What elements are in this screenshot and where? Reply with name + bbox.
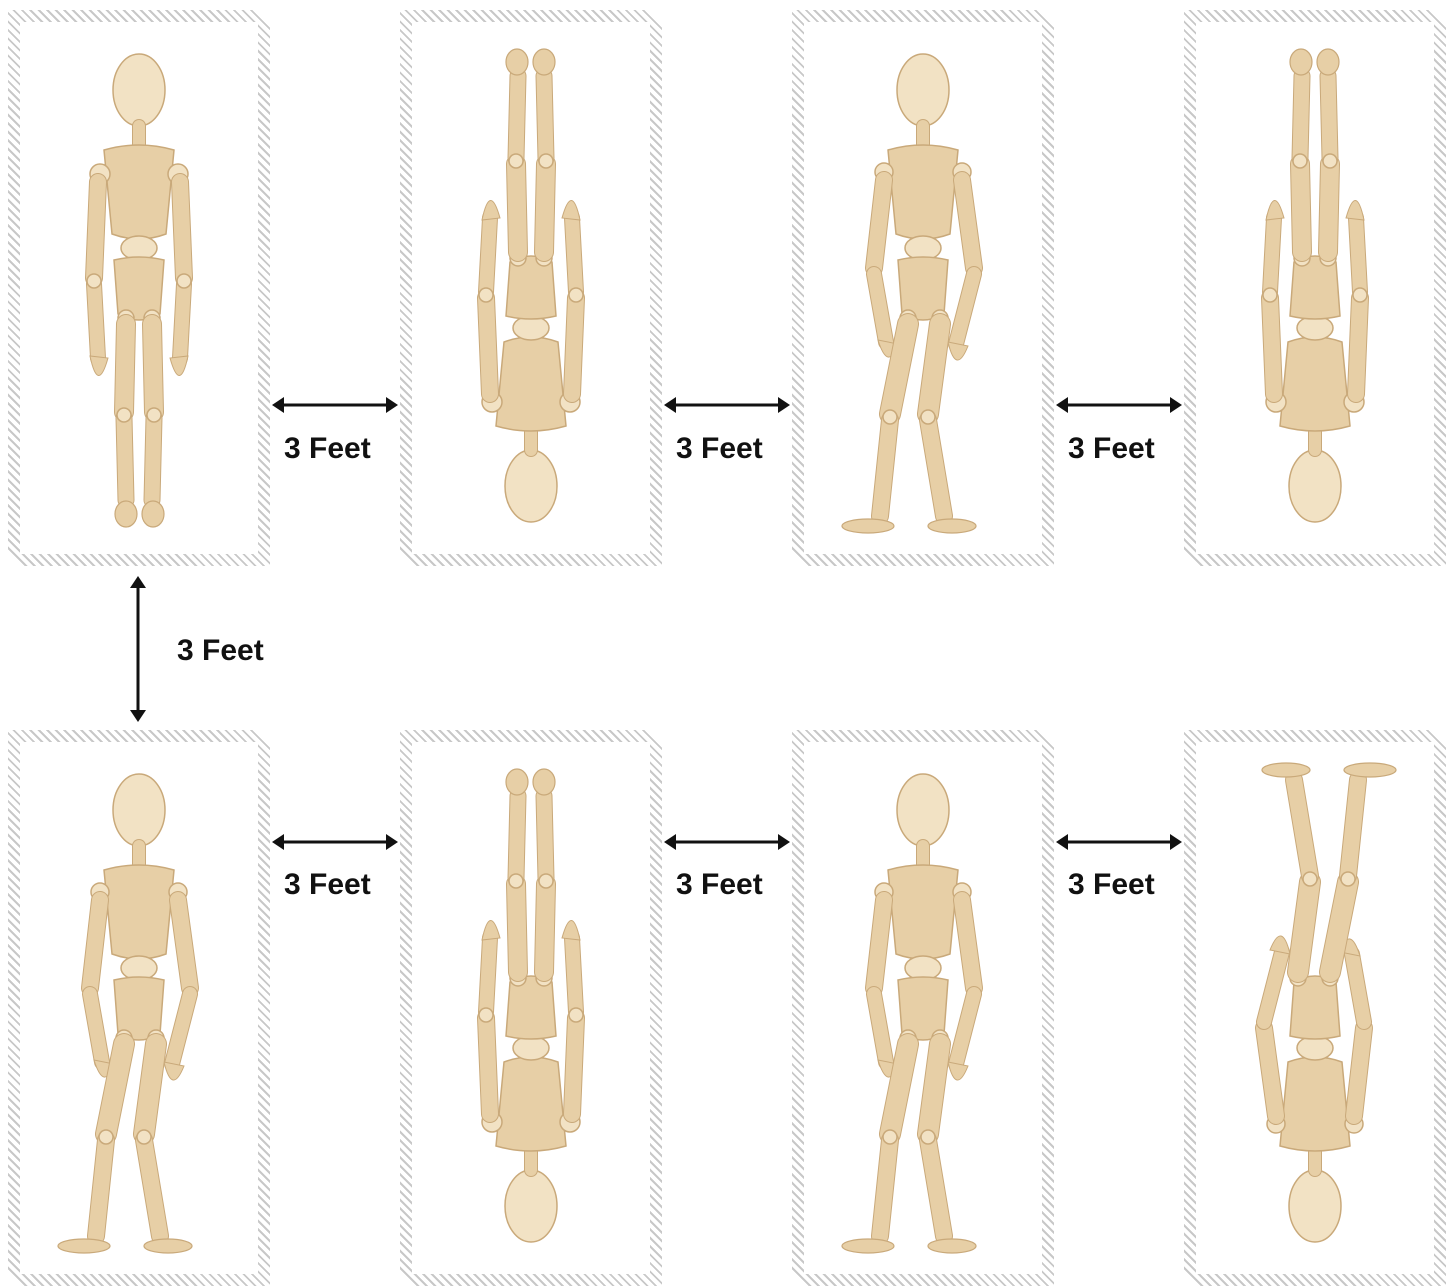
foot	[1262, 763, 1310, 777]
mannequin-figure	[804, 742, 1042, 1274]
mannequin-figure	[804, 22, 1042, 554]
foot	[928, 519, 976, 533]
double-arrow-horizontal-icon	[1056, 395, 1182, 415]
head	[113, 774, 165, 846]
mannequin-figure	[20, 742, 258, 1274]
hand	[1346, 200, 1364, 220]
hand	[1266, 200, 1284, 220]
distance-label: 3 Feet	[177, 636, 264, 666]
distance-label: 3 Feet	[284, 434, 371, 464]
mannequin-figure	[412, 22, 650, 554]
joint	[1341, 872, 1355, 886]
joint	[539, 154, 553, 168]
joint	[1323, 154, 1337, 168]
hand	[562, 920, 580, 940]
double-arrow-horizontal-icon	[664, 832, 790, 852]
chest	[496, 1057, 566, 1151]
mannequin-frame-bottom-4	[1184, 730, 1446, 1286]
distance-label: 3 Feet	[1068, 870, 1155, 900]
distance-label: 3 Feet	[1068, 434, 1155, 464]
joint	[117, 408, 131, 422]
joint	[883, 1130, 897, 1144]
hand	[482, 920, 500, 940]
hand	[482, 200, 500, 220]
head	[897, 54, 949, 126]
hand	[562, 200, 580, 220]
foot	[533, 769, 555, 795]
joint	[509, 154, 523, 168]
distance-label: 3 Feet	[284, 870, 371, 900]
mannequin-figure	[412, 742, 650, 1274]
joint	[921, 1130, 935, 1144]
hand	[1270, 936, 1290, 954]
double-arrow-horizontal-icon	[1056, 832, 1182, 852]
double-arrow-horizontal-icon	[272, 832, 398, 852]
hand	[948, 1062, 968, 1080]
chest	[496, 337, 566, 431]
joint	[883, 410, 897, 424]
joint	[1263, 288, 1277, 302]
hand	[170, 356, 188, 376]
head	[1289, 450, 1341, 522]
joint	[479, 1008, 493, 1022]
foot	[115, 501, 137, 527]
joint	[1303, 872, 1317, 886]
hand	[948, 342, 968, 360]
double-arrow-horizontal-icon	[664, 395, 790, 415]
joint	[569, 288, 583, 302]
hand	[90, 356, 108, 376]
hand	[164, 1062, 184, 1080]
joint	[1353, 288, 1367, 302]
joint	[509, 874, 523, 888]
foot	[1317, 49, 1339, 75]
joint	[539, 874, 553, 888]
foot	[928, 1239, 976, 1253]
joint	[177, 274, 191, 288]
chest	[1280, 1057, 1350, 1151]
foot	[506, 49, 528, 75]
head	[505, 450, 557, 522]
foot	[842, 1239, 894, 1253]
head	[1289, 1170, 1341, 1242]
chest	[104, 865, 174, 959]
joint	[569, 1008, 583, 1022]
distance-label: 3 Feet	[676, 434, 763, 464]
joint	[479, 288, 493, 302]
head	[505, 1170, 557, 1242]
mannequin-figure	[20, 22, 258, 554]
mannequin-frame-top-4	[1184, 10, 1446, 566]
joint	[87, 274, 101, 288]
joint	[99, 1130, 113, 1144]
mannequin-frame-top-3	[792, 10, 1054, 566]
double-arrow-vertical-icon	[128, 576, 148, 722]
mannequin-frame-bottom-2	[400, 730, 662, 1286]
chest	[888, 865, 958, 959]
foot	[506, 769, 528, 795]
foot	[58, 1239, 110, 1253]
foot	[142, 501, 164, 527]
head	[113, 54, 165, 126]
foot	[144, 1239, 192, 1253]
head	[897, 774, 949, 846]
chest	[1280, 337, 1350, 431]
mannequin-figure	[1196, 22, 1434, 554]
mannequin-frame-top-1	[8, 10, 270, 566]
mannequin-figure	[1196, 742, 1434, 1274]
joint	[1293, 154, 1307, 168]
joint	[137, 1130, 151, 1144]
mannequin-frame-top-2	[400, 10, 662, 566]
foot	[842, 519, 894, 533]
foot	[1344, 763, 1396, 777]
chest	[104, 145, 174, 239]
mannequin-frame-bottom-1	[8, 730, 270, 1286]
joint	[147, 408, 161, 422]
chest	[888, 145, 958, 239]
joint	[921, 410, 935, 424]
mannequin-frame-bottom-3	[792, 730, 1054, 1286]
foot	[533, 49, 555, 75]
distance-label: 3 Feet	[676, 870, 763, 900]
foot	[1290, 49, 1312, 75]
double-arrow-horizontal-icon	[272, 395, 398, 415]
